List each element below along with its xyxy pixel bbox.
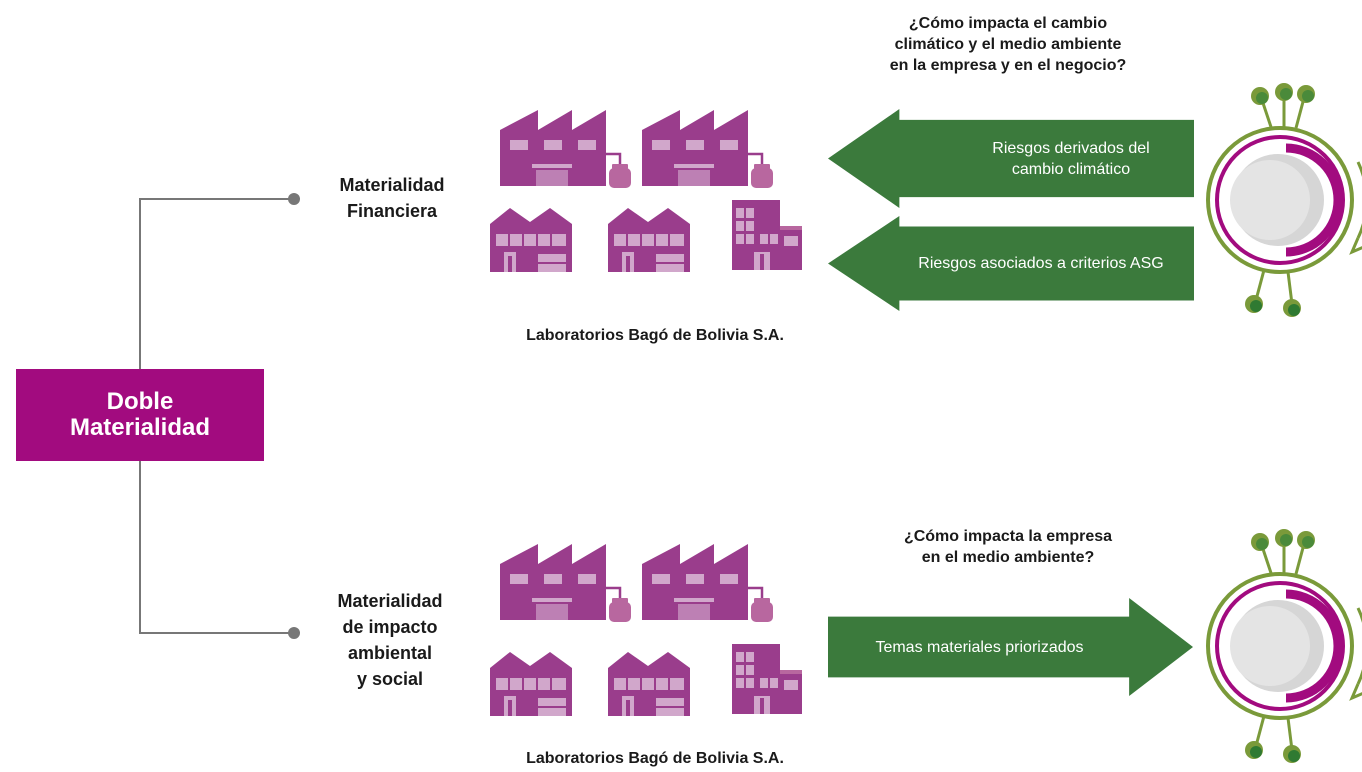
warehouse-icon [490,652,572,716]
root-line-2: Materialidad [69,414,211,441]
office-building-icon [732,644,802,714]
question-line: climático y el medio ambiente [894,36,1122,53]
planet-icon [1208,529,1362,763]
arrow-label-line: cambio climático [1011,160,1131,178]
branch-label-line: Materialidad [337,591,443,611]
arrow-label: Riesgos asociados a criterios ASG [918,255,1164,272]
question-line: ¿Cómo impacta la empresa [903,528,1113,545]
office-building-icon [732,200,802,270]
arrow-label: Temas materiales priorizados [875,638,1084,656]
connector-dot-financial [288,193,300,205]
impact-question: ¿Cómo impacta la empresa en el medio amb… [838,526,1178,568]
planet-icon [1208,83,1362,317]
financial-materiality-label: Materialidad Financiera [318,172,466,224]
warehouse-icon [608,208,690,272]
branch-label-line: ambiental [347,643,433,663]
warehouse-icon [608,652,690,716]
warehouse-icon [490,208,572,272]
impact-materiality-label: Materialidad de impacto ambiental y soci… [308,588,472,692]
company-name: Laboratorios Bagó de Bolivia S.A. [526,750,784,767]
factory-icon [640,108,775,190]
root-line-1: Doble [106,388,174,415]
factory-icon [498,108,633,190]
question-line: ¿Cómo impacta el cambio [908,15,1108,32]
branch-label-line: y social [356,669,424,689]
esg-risk-arrow: Riesgos asociados a criterios ASG [828,216,1194,311]
factory-icon [498,542,633,624]
branch-label-line: Materialidad [339,175,445,195]
company-name: Laboratorios Bagó de Bolivia S.A. [526,327,784,344]
arrow-label-line: Riesgos derivados del [992,139,1150,157]
question-line: en el medio ambiente? [921,549,1095,566]
branch-label-line: Financiera [346,201,438,221]
factory-icon [640,542,775,624]
question-line: en la empresa y en el negocio? [889,57,1127,74]
branch-label-line: de impacto [342,617,438,637]
connector-dot-impact [288,627,300,639]
climate-risk-arrow: Riesgos derivados del cambio climático [828,109,1194,208]
financial-question: ¿Cómo impacta el cambio climático y el m… [818,13,1198,76]
double-materiality-box: Doble Materialidad [16,369,264,461]
arrow-label: Riesgos derivados del cambio climático [872,138,1149,180]
